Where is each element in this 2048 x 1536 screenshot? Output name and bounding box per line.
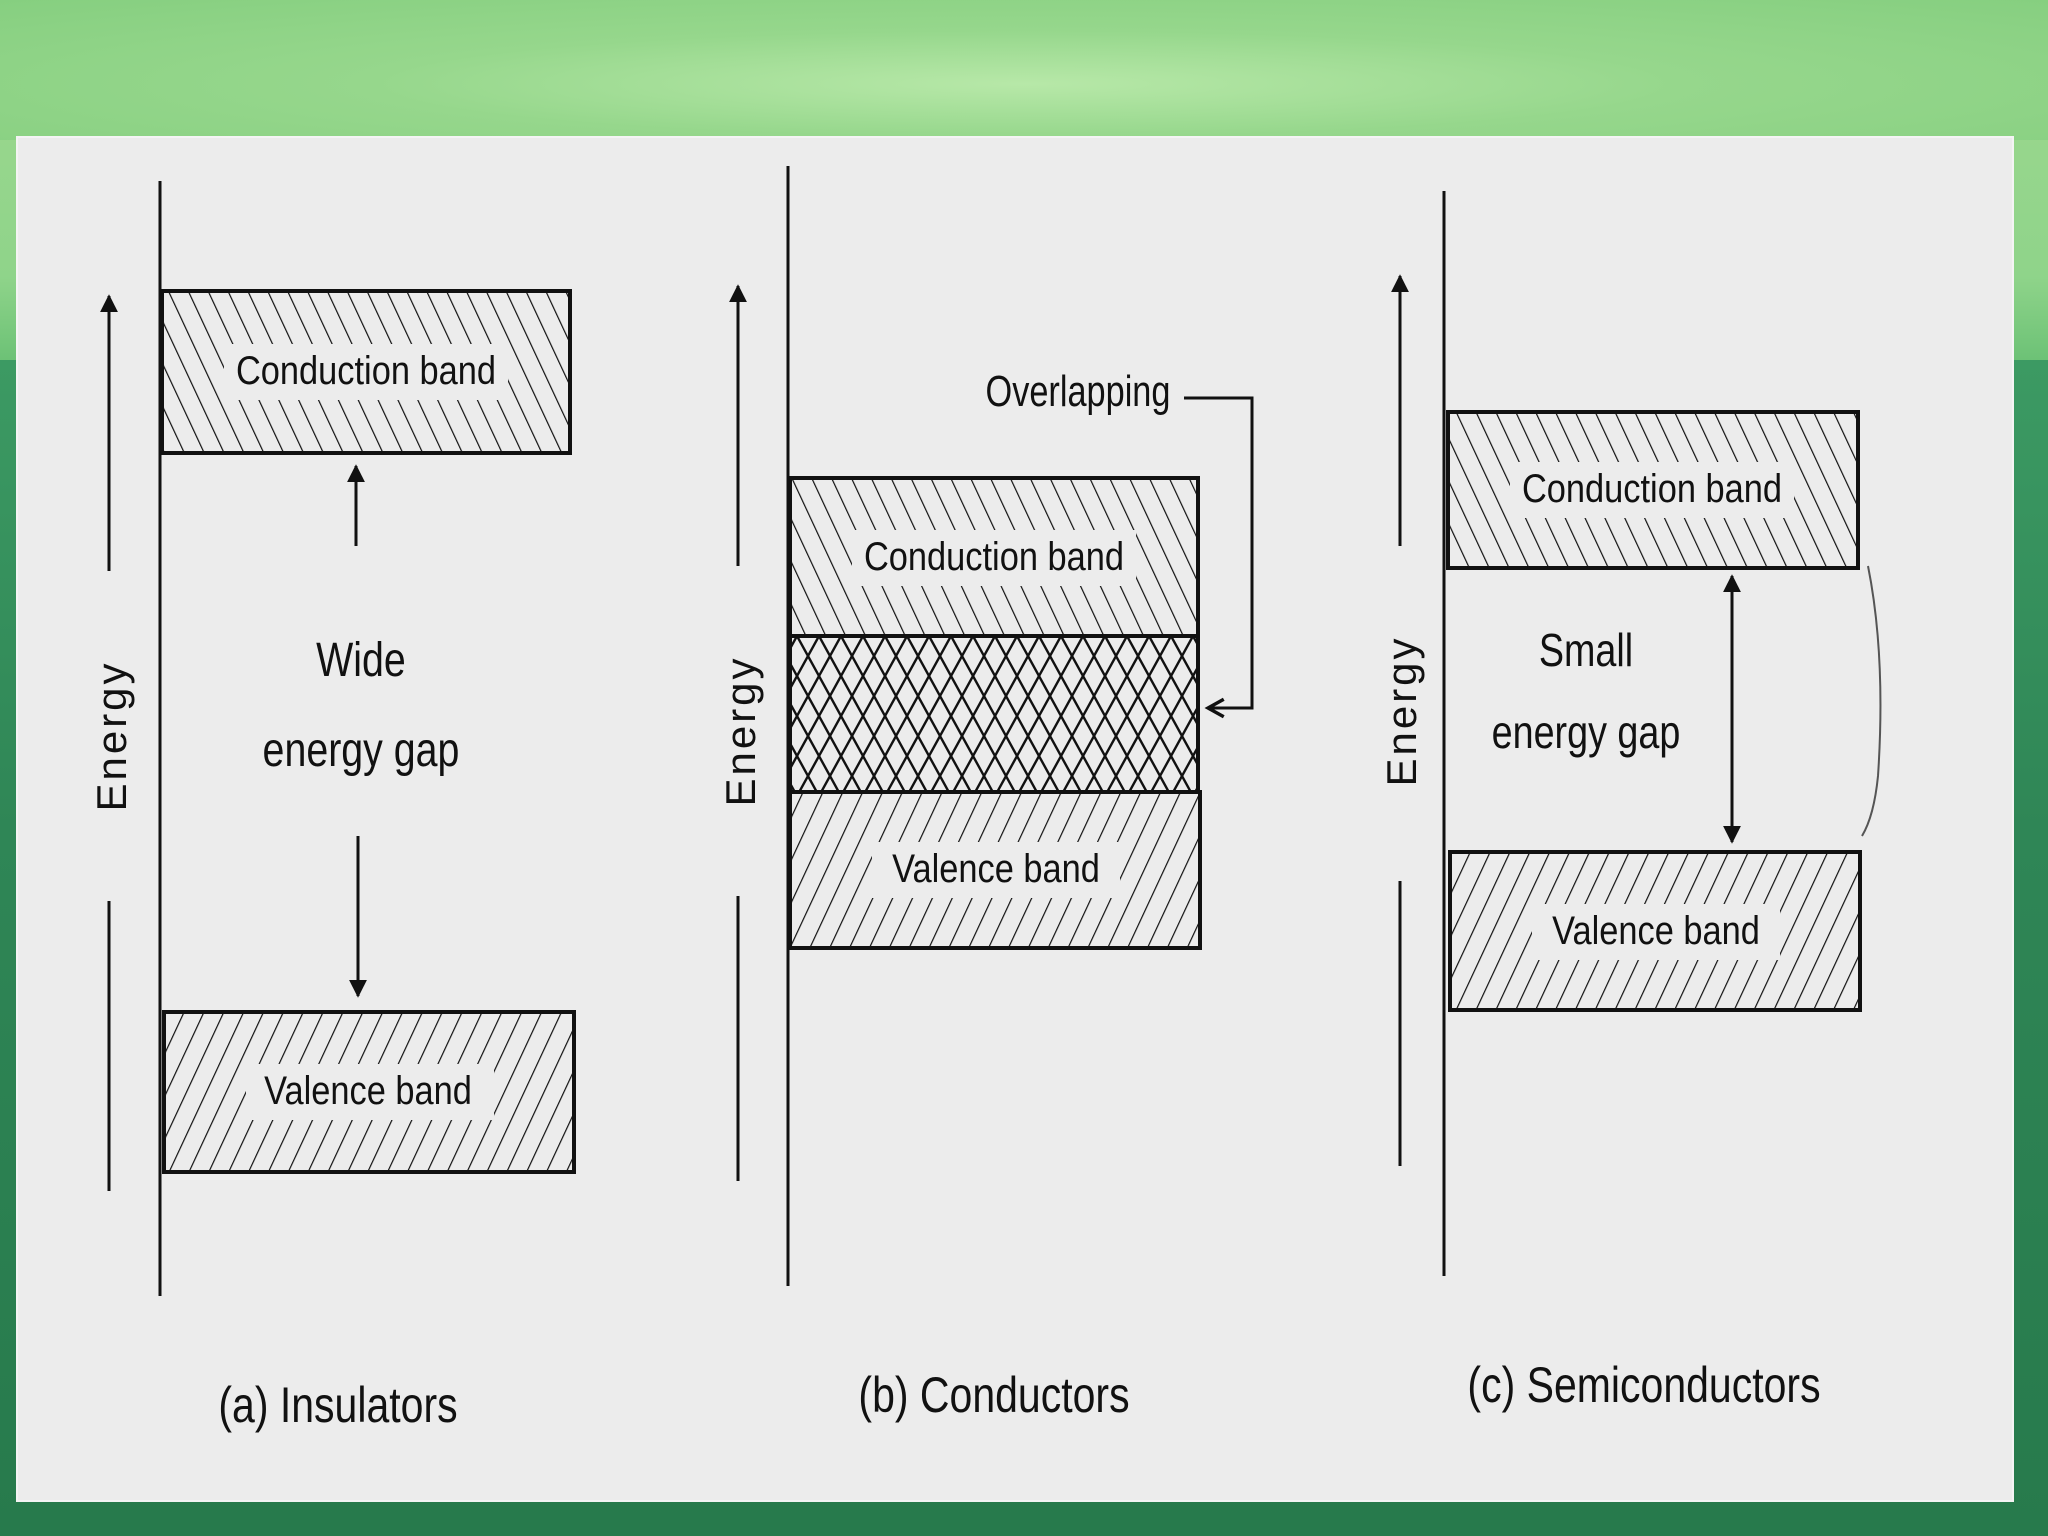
conduction-band-label-bg [224, 344, 508, 400]
gap-label-line2: energy gap [263, 723, 460, 777]
overlapping-label: Overlapping [986, 367, 1171, 416]
valence-band-label-bg [1532, 904, 1780, 960]
energy-axis-label: Energy [88, 660, 135, 811]
conduction-band-label-bg [1510, 462, 1794, 518]
gap-label-line1: Wide [316, 633, 406, 687]
caption-conductors: (b) Conductors [858, 1367, 1129, 1423]
slide-background-top [0, 0, 2048, 140]
conduction-band-label-bg [852, 530, 1136, 586]
valence-band-label-bg [246, 1064, 494, 1120]
valence-band-label-bg [872, 842, 1120, 898]
valence-band-label: Valence band [1552, 908, 1760, 953]
conduction-band-label: Conduction band [864, 534, 1124, 579]
gap-label-line1: Small [1539, 624, 1633, 675]
conduction-band-label: Conduction band [236, 348, 496, 393]
panel-insulators: Energy Conduction band Wide energy gap V… [88, 181, 576, 1433]
scan-bracket-mark [1861, 565, 1882, 837]
gap-label-line2: energy gap [1492, 706, 1681, 757]
band-diagram-figure: Energy Conduction band Wide energy gap V… [16, 136, 2014, 1502]
overlapping-leader-line [1184, 396, 1254, 708]
band-diagram-svg: Energy Conduction band Wide energy gap V… [88, 166, 1882, 1433]
caption-insulators: (a) Insulators [218, 1377, 457, 1433]
energy-axis-label: Energy [1378, 635, 1425, 786]
valence-band-label: Valence band [264, 1068, 472, 1113]
energy-axis-label: Energy [717, 655, 764, 806]
conduction-band-label: Conduction band [1522, 466, 1782, 511]
caption-semiconductors: (c) Semiconductors [1467, 1357, 1820, 1413]
valence-band-label: Valence band [892, 846, 1100, 891]
panel-semiconductors: Energy Conduction band Small energy gap … [1378, 191, 1882, 1413]
overlap-region [788, 634, 1200, 794]
panel-conductors: Energy Conduction band Valence band Over… [717, 166, 1254, 1423]
